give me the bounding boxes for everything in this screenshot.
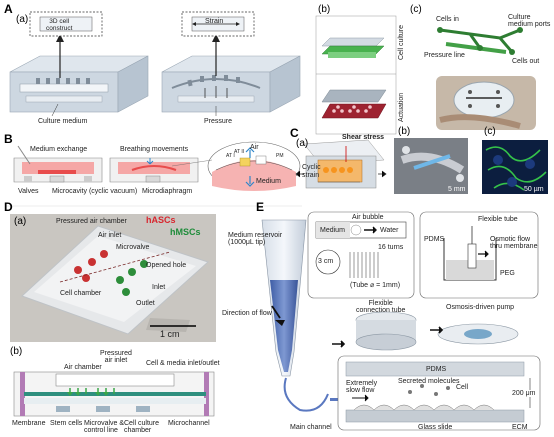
panel-d-a-tag: (a) (14, 216, 27, 227)
panel-c-b-tag: (b) (398, 126, 411, 137)
flex-connection-label: Flexible connection tube (356, 300, 406, 314)
pressured-air-inlet-label: Pressured air inlet (100, 350, 132, 364)
panel-a-device-right (161, 11, 301, 116)
pressure-line-label: Pressure line (424, 52, 465, 59)
direction-of-flow-label: Direction of flow (222, 310, 272, 317)
panel-e-bubble-callout (307, 211, 415, 299)
panel-a-c-chip (436, 27, 536, 130)
panel-a-label: A (4, 2, 13, 16)
medium-exchange-label: Medium exchange (30, 146, 88, 153)
pressure-label: Pressure (204, 118, 233, 125)
air-bubble-label: Air bubble (352, 214, 384, 221)
panel-d-crosssection (13, 371, 215, 417)
glass-slide-label: Glass slide (418, 424, 453, 431)
panel-c-micrograph (482, 140, 548, 194)
panel-a-b-tag: (b) (318, 4, 331, 15)
outlet-label: Outlet (136, 300, 155, 307)
scale-5mm-label: 5 mm (448, 186, 466, 193)
air-inlet-label: Air inlet (98, 232, 122, 239)
cells-in-label: Cells in (436, 16, 459, 23)
valves-label: Valves (18, 188, 39, 195)
panel-a-a-tag: (a) (16, 14, 29, 25)
shear-stress-label: Shear stress (342, 134, 385, 141)
cell-culture-chamber-label: Cell culture chamber (124, 420, 160, 434)
panel-a-b-layers (315, 15, 397, 135)
cyclic-label: Cyclic (302, 164, 321, 171)
breathing-label: Breathing movements (120, 146, 189, 153)
panel-d-label: D (4, 200, 13, 214)
cell-chamber-label: Cell chamber (60, 290, 102, 297)
pm-label: PM (276, 153, 284, 159)
flexible-tube-label: Flexible tube (478, 216, 518, 223)
strain-label-c: strain (302, 172, 320, 179)
panel-c-schematic (295, 139, 387, 189)
tube-diameter-label: (Tube ⌀ = 1mm) (350, 282, 401, 289)
cell-label: Cell (456, 384, 469, 391)
panel-d-photo (10, 214, 216, 342)
hascs-label: hASCs (146, 215, 176, 225)
peg-label: PEG (500, 270, 515, 277)
medium-label-b: Medium (256, 178, 281, 185)
panel-d-b-tag: (b) (10, 346, 23, 357)
microchannel-label: Microchannel (168, 420, 210, 427)
osmosis-pump-label: Osmosis-driven pump (446, 304, 515, 311)
scale-1cm-label: 1 cm (160, 329, 180, 339)
medium-label-e: Medium (320, 227, 345, 234)
membrane-label: Membrane (12, 420, 46, 427)
water-label: Water (380, 227, 399, 234)
panel-e-pump-callout (419, 211, 539, 299)
panel-e-channel-callout (337, 355, 541, 431)
panel-c-label: C (290, 126, 299, 140)
panel-c-a-tag: (a) (296, 138, 309, 149)
osmotic-flow-label: Osmotic flow thru membrane (490, 236, 538, 250)
hmscs-label: hMSCs (170, 227, 201, 237)
panel-c-device-photo (394, 138, 468, 194)
microdiaphragm-label: Microdiaphragm (142, 188, 193, 195)
panel-e-label: E (256, 200, 265, 214)
stem-cells-label: Stem cells (50, 420, 83, 427)
opened-hole-label: Opened hole (146, 262, 187, 269)
pressured-chamber-label: Pressured air chamber (56, 218, 127, 225)
panel-a-c-tag: (c) (410, 4, 422, 15)
scale-50um-label: 50 µm (524, 186, 544, 193)
panel-e-cylinder (332, 311, 519, 351)
at1-label: AT I (226, 153, 235, 159)
3cm-label: 3 cm (318, 258, 334, 265)
main-channel-label: Main channel (290, 424, 332, 431)
height-200-label: 200 μm (512, 390, 536, 397)
panel-b-schematics (13, 141, 301, 191)
cell-media-label: Cell & media inlet/outlet (146, 360, 220, 367)
panel-e-pipette (261, 219, 370, 412)
air-label: Air (250, 144, 259, 151)
microvalve-control-label: Microvalve & control line (84, 420, 125, 434)
pdms-label-2: PDMS (426, 366, 447, 373)
slow-flow-label: Extremely slow flow (346, 380, 378, 394)
panel-c-c-tag: (c) (484, 126, 496, 137)
actuation-label: Actuation (398, 92, 405, 122)
turns-label: 16 turns (378, 244, 404, 251)
ecm-label: ECM (512, 424, 528, 431)
microcavity-label: Microcavity (cyclic vacuum) (52, 188, 138, 195)
medium-ports-label: Culture medium ports (508, 14, 551, 28)
microvalve-label: Microvalve (116, 244, 150, 251)
panel-b-label: B (4, 132, 13, 146)
pdms-label: PDMS (424, 236, 445, 243)
culture-medium-label: Culture medium (38, 118, 88, 125)
panel-a-device-left (9, 11, 149, 117)
construct-label: 3D cell construct (46, 18, 73, 32)
strain-label: Strain (205, 18, 224, 25)
cells-out-label: Cells out (512, 58, 540, 65)
air-chamber-label: Air chamber (64, 364, 102, 371)
cell-culture-label: Cell culture (398, 24, 405, 60)
at2-label: AT II (234, 149, 245, 155)
inlet-label: Inlet (152, 284, 166, 291)
secreted-label: Secreted molecules (398, 378, 460, 385)
reservoir-label: Medium reservoir (1000μL tip) (228, 232, 283, 246)
